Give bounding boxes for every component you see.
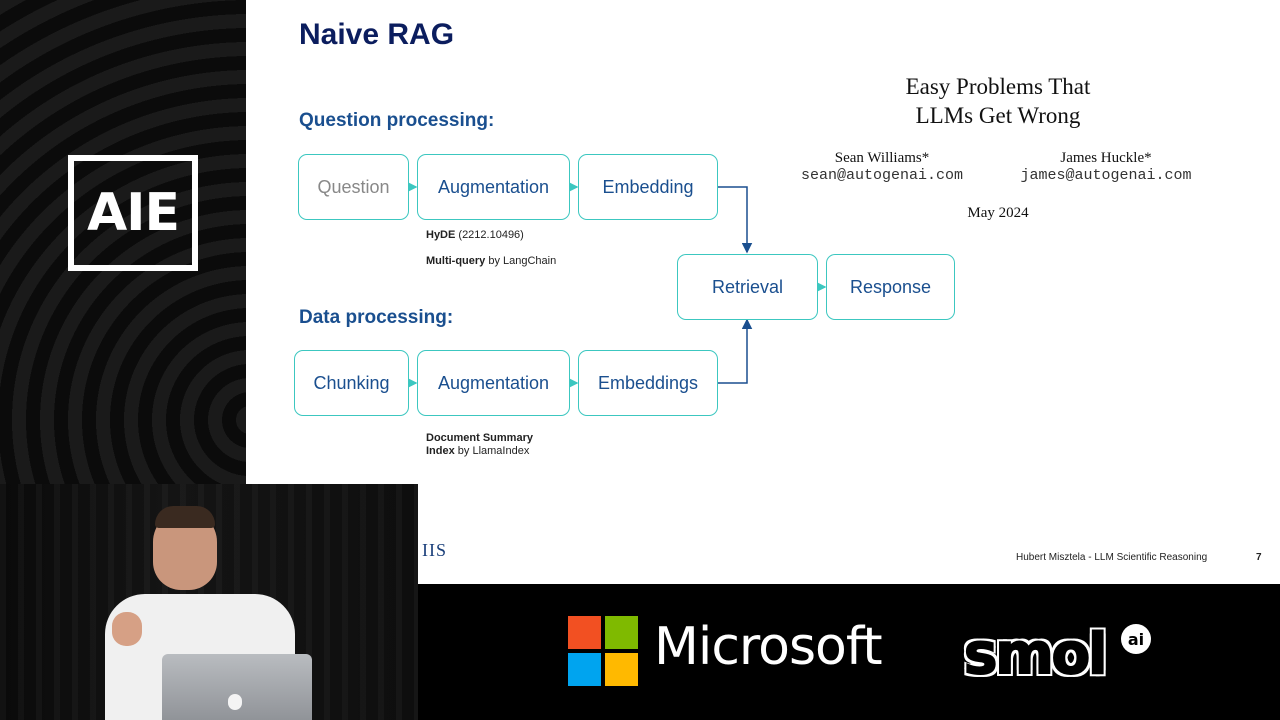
question-processing-label: Question processing: [299,110,495,131]
slide-number: 7 [1256,552,1262,563]
multiquery-note: Multi-query by LangChain [426,255,557,267]
data-processing-label: Data processing: [299,307,454,328]
paper-title: Easy Problems That LLMs Get Wrong [905,74,1091,128]
arrow-embedding-retrieval [718,186,753,254]
slide-title: Naive RAG [299,18,455,51]
hyde-note: HyDE (2212.10496) [426,229,524,241]
paper-author-2: James Huckle* james@autogenai.com [1020,150,1192,184]
chunking-box: Chunking [294,350,409,416]
paper-author-1: Sean Williams* sean@autogenai.com [800,150,964,184]
smol-ai-badge: ai [1121,624,1151,654]
retrieval-box: Retrieval [677,254,818,320]
sponsor-bar: Microsoft smol ai [418,584,1280,720]
microsoft-wordmark: Microsoft [654,617,883,677]
embedding-box: Embedding [578,154,718,220]
question-box: Question [298,154,409,220]
microsoft-logo-icon [568,616,638,686]
smol-wordmark: smol [963,621,1108,688]
response-box: Response [826,254,955,320]
paper-date: May 2024 [967,205,1029,221]
arrow-embeddings-retrieval [718,318,753,384]
slide-footer: Hubert Misztela - LLM Scientific Reasoni… [1016,552,1208,563]
speaker-hair [155,506,215,528]
data-augmentation-box: Augmentation [417,350,570,416]
laptop [162,654,312,720]
aie-logo: AIE [68,155,198,271]
embeddings-box: Embeddings [578,350,718,416]
question-augmentation-box: Augmentation [417,154,570,220]
presentation-slide: Naive RAG Question processing: Data proc… [246,0,1280,584]
background-panel: AIE [0,0,246,484]
speaker-hand [112,612,142,646]
aie-logo-text: AIE [86,183,180,243]
speaker-video [0,484,418,720]
apple-icon [228,694,242,710]
slide-logo-fragment: IIS [422,540,447,560]
